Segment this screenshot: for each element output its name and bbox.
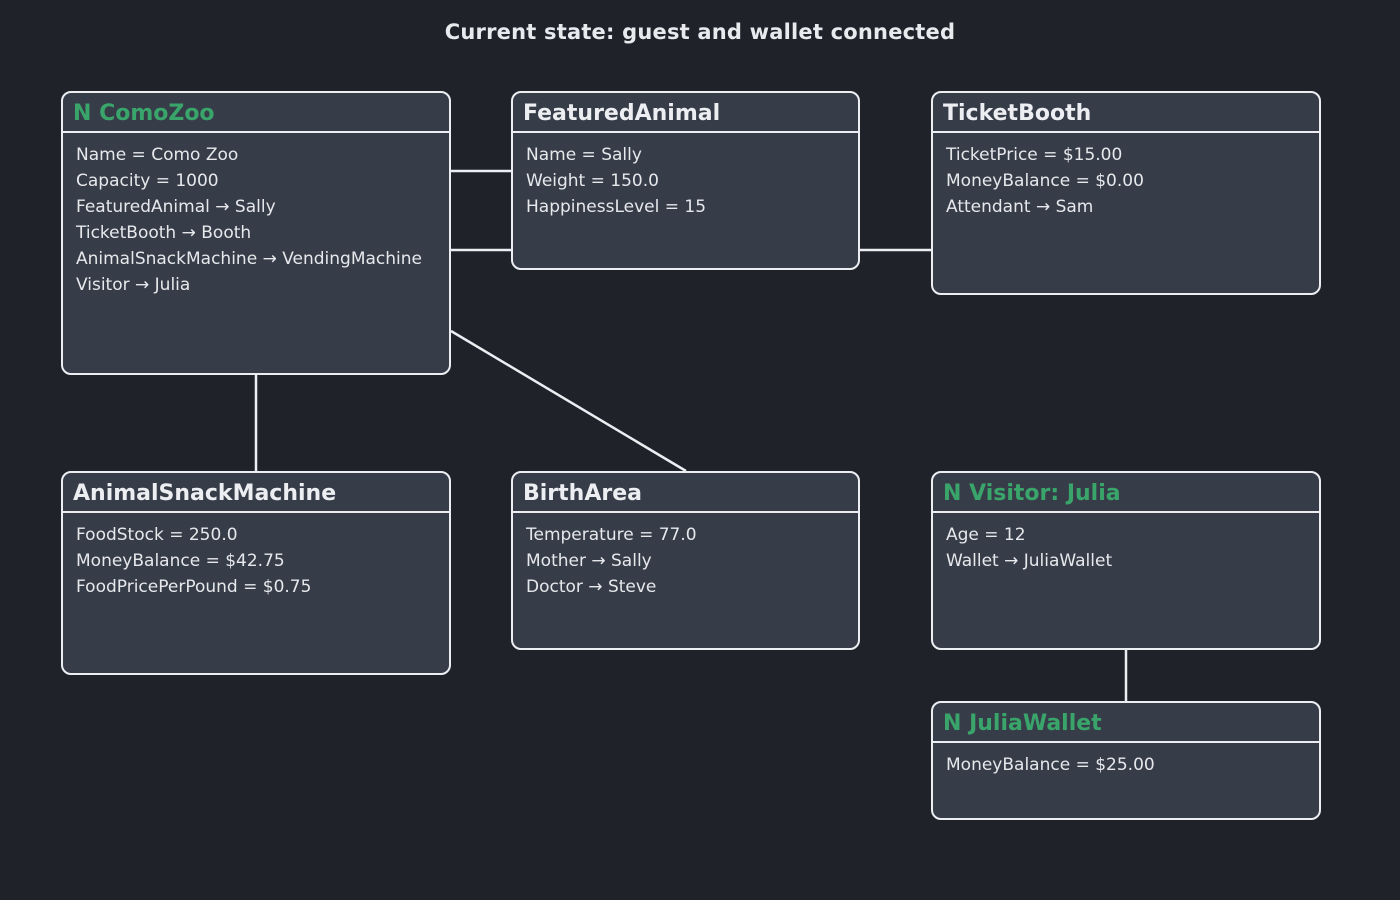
object-title-ticketbooth: TicketBooth [933, 93, 1319, 133]
object-box-ticketbooth[interactable]: TicketBooth TicketPrice = $15.00 MoneyBa… [931, 91, 1321, 295]
object-title-comozoo: N ComoZoo [63, 93, 449, 133]
field-featured-animal-ref: FeaturedAnimal → Sally [76, 197, 276, 217]
field-happiness-level: HappinessLevel = 15 [526, 197, 707, 217]
object-fields-birtharea: Temperature = 77.0 Mother → Sally Doctor… [513, 513, 858, 600]
field-ticket-price: TicketPrice = $15.00 [946, 145, 1123, 165]
field-name: Name = Sally [526, 145, 642, 165]
connector-comozoo-birtharea [450, 329, 687, 473]
object-title-juliawallet: N JuliaWallet [933, 703, 1319, 743]
object-box-birtharea[interactable]: BirthArea Temperature = 77.0 Mother → Sa… [511, 471, 860, 650]
field-mother-ref: Mother → Sally [526, 551, 652, 571]
field-weight: Weight = 150.0 [526, 171, 659, 191]
object-fields-ticketbooth: TicketPrice = $15.00 MoneyBalance = $0.0… [933, 133, 1319, 220]
field-capacity: Capacity = 1000 [76, 171, 219, 191]
field-doctor-ref: Doctor → Steve [526, 577, 657, 597]
field-wallet-ref: Wallet → JuliaWallet [946, 551, 1113, 571]
field-money-balance: MoneyBalance = $0.00 [946, 171, 1144, 191]
field-money-balance: MoneyBalance = $42.75 [76, 551, 285, 571]
field-attendant-ref: Attendant → Sam [946, 197, 1094, 217]
object-box-featuredanimal[interactable]: FeaturedAnimal Name = Sally Weight = 150… [511, 91, 860, 270]
field-food-price-per-pound: FoodPricePerPound = $0.75 [76, 577, 312, 597]
field-food-stock: FoodStock = 250.0 [76, 525, 238, 545]
object-box-animalsnackmachine[interactable]: AnimalSnackMachine FoodStock = 250.0 Mon… [61, 471, 451, 675]
field-temperature: Temperature = 77.0 [526, 525, 697, 545]
object-fields-visitor-julia: Age = 12 Wallet → JuliaWallet [933, 513, 1319, 574]
field-age: Age = 12 [946, 525, 1026, 545]
object-title-featuredanimal: FeaturedAnimal [513, 93, 858, 133]
object-title-visitor-julia: N Visitor: Julia [933, 473, 1319, 513]
field-visitor-ref: Visitor → Julia [76, 275, 191, 295]
field-animal-snack-machine-ref: AnimalSnackMachine → VendingMachine [76, 249, 423, 269]
object-title-animalsnackmachine: AnimalSnackMachine [63, 473, 449, 513]
field-ticket-booth-ref: TicketBooth → Booth [76, 223, 252, 243]
field-name: Name = Como Zoo [76, 145, 239, 165]
object-fields-juliawallet: MoneyBalance = $25.00 [933, 743, 1319, 778]
object-title-birtharea: BirthArea [513, 473, 858, 513]
object-box-juliawallet[interactable]: N JuliaWallet MoneyBalance = $25.00 [931, 701, 1321, 820]
object-fields-comozoo: Name = Como Zoo Capacity = 1000 Featured… [63, 133, 449, 298]
object-box-comozoo[interactable]: N ComoZoo Name = Como Zoo Capacity = 100… [61, 91, 451, 375]
object-fields-animalsnackmachine: FoodStock = 250.0 MoneyBalance = $42.75 … [63, 513, 449, 600]
field-money-balance: MoneyBalance = $25.00 [946, 755, 1155, 775]
object-fields-featuredanimal: Name = Sally Weight = 150.0 HappinessLev… [513, 133, 858, 220]
diagram-title: Current state: guest and wallet connecte… [444, 20, 956, 44]
object-box-visitor-julia[interactable]: N Visitor: Julia Age = 12 Wallet → Julia… [931, 471, 1321, 650]
